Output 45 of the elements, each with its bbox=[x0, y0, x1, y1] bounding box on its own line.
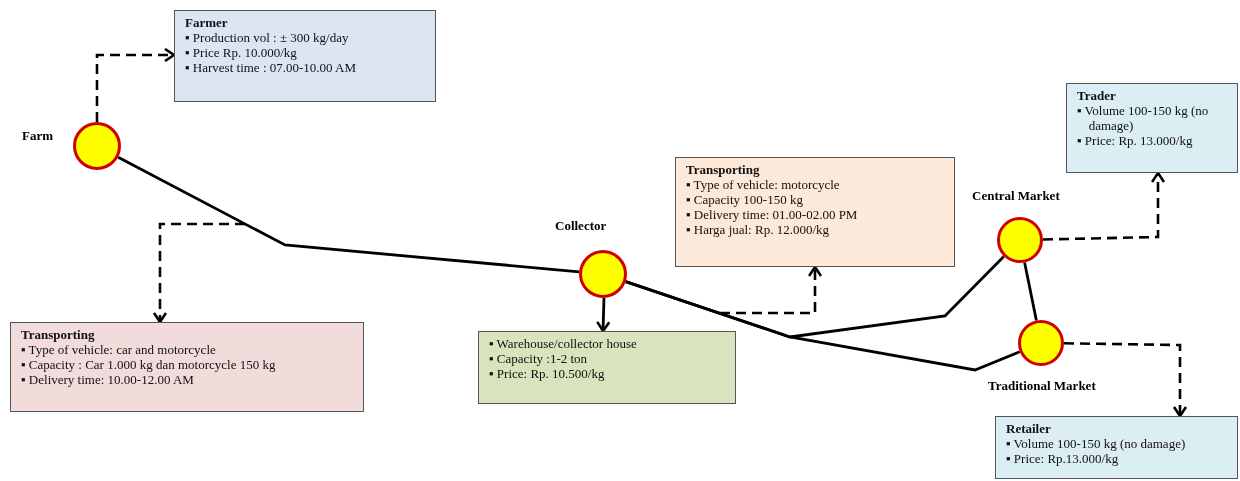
box-heading: Trader bbox=[1077, 88, 1117, 103]
bullet-item: ▪ Warehouse/collector house bbox=[489, 336, 638, 351]
bullet-item: ▪ Price Rp. 10.000/kg bbox=[185, 45, 298, 60]
circle-node bbox=[73, 122, 121, 170]
bullet-item: ▪ Volume 100-150 kg (no damage) bbox=[1077, 103, 1210, 133]
box-heading: Transporting bbox=[686, 162, 761, 177]
info-box bbox=[995, 416, 1238, 479]
bullet-item: ▪ Capacity 100-150 kg bbox=[686, 192, 804, 207]
bullet-item: ▪ Capacity : Car 1.000 kg dan motorcycle 150 kg bbox=[21, 357, 277, 372]
box-heading: Transporting bbox=[21, 327, 96, 342]
circle-node bbox=[1018, 320, 1064, 366]
bullet-item: ▪ Harga jual: Rp. 12.000/kg bbox=[686, 222, 831, 237]
info-box bbox=[675, 157, 955, 267]
info-box bbox=[478, 331, 736, 404]
arrow bbox=[720, 265, 823, 315]
bullet-item: ▪ Volume 100-150 kg (no damage) bbox=[1006, 436, 1187, 451]
info-box bbox=[10, 322, 364, 412]
arrow bbox=[1064, 342, 1188, 418]
node-label: Collector bbox=[555, 218, 607, 234]
bullet-item: ▪ Price: Rp. 13.000/kg bbox=[1077, 133, 1194, 148]
circle-node bbox=[997, 217, 1043, 263]
bullet-item: ▪ Delivery time: 10.00-12.00 AM bbox=[21, 372, 195, 387]
circle-node bbox=[579, 250, 627, 298]
connector-line bbox=[1023, 262, 1038, 321]
connector-line bbox=[625, 280, 1021, 372]
bullet-item: ▪ Type of vehicle: car and motorcycle bbox=[21, 342, 217, 357]
arrow bbox=[95, 47, 176, 122]
node-label: Central Market bbox=[972, 188, 1060, 204]
node-label: Farm bbox=[22, 128, 54, 144]
box-heading: Retailer bbox=[1006, 421, 1052, 436]
box-heading: Farmer bbox=[185, 15, 229, 30]
arrow bbox=[1042, 171, 1166, 241]
bullet-item: ▪ Harvest time : 07.00-10.00 AM bbox=[185, 60, 358, 75]
bullet-item: ▪ Production vol : ± 300 kg/day bbox=[185, 30, 350, 45]
bullet-item: ▪ Capacity :1-2 ton bbox=[489, 351, 589, 366]
bullet-item: ▪ Delivery time: 01.00-02.00 PM bbox=[686, 207, 859, 222]
bullet-item: ▪ Type of vehicle: motorcycle bbox=[686, 177, 841, 192]
info-box bbox=[1066, 83, 1238, 173]
info-box bbox=[174, 10, 436, 102]
arrow bbox=[596, 297, 611, 333]
connector-line bbox=[117, 155, 580, 274]
arrow bbox=[152, 222, 245, 324]
bullet-item: ▪ Price: Rp. 10.500/kg bbox=[489, 366, 606, 381]
node-label: Traditional Market bbox=[988, 378, 1096, 394]
bullet-item: ▪ Price: Rp.13.000/kg bbox=[1006, 451, 1120, 466]
